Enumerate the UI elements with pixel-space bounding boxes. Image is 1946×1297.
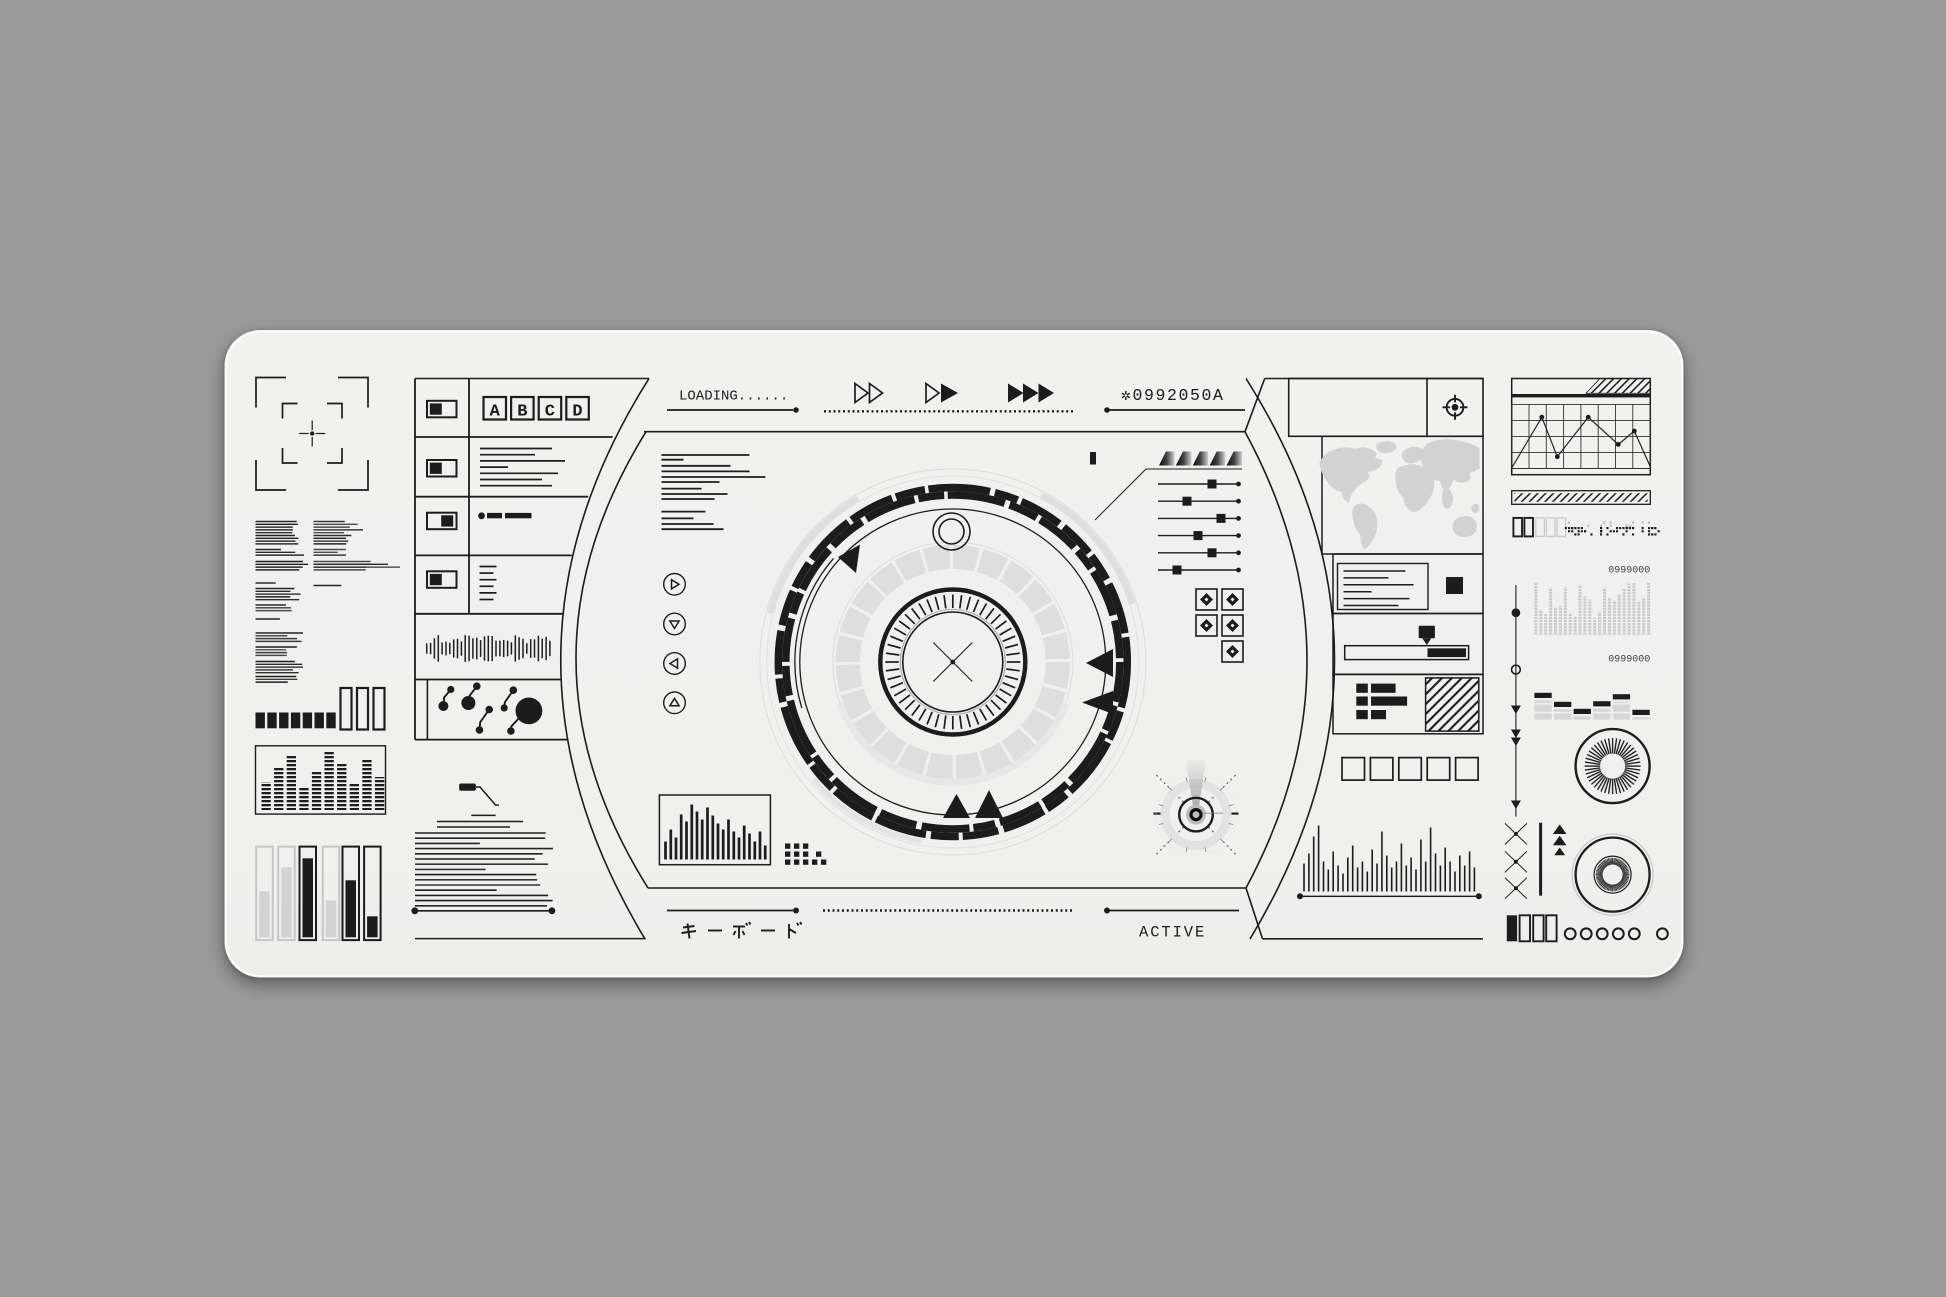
svg-text:ACTIVE: ACTIVE	[1139, 924, 1206, 942]
svg-text:✲0992050A: ✲0992050A	[1121, 386, 1225, 405]
svg-text:D: D	[572, 403, 582, 422]
svg-text:LOADING......: LOADING......	[679, 389, 788, 405]
svg-text:0999000: 0999000	[1608, 566, 1650, 577]
svg-text:C: C	[545, 403, 555, 422]
svg-text:0999000: 0999000	[1608, 655, 1650, 666]
svg-text:B: B	[517, 403, 527, 422]
svg-text:A: A	[490, 403, 501, 422]
